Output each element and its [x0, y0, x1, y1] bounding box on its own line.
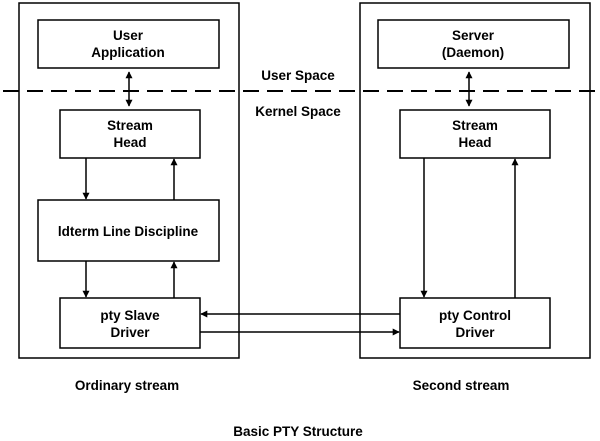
ordinary-stream-frame: [18, 2, 240, 359]
pty-slave-driver-label-line1: pty Slave: [100, 308, 160, 323]
ordinary-stream-caption: Ordinary stream: [75, 378, 179, 393]
kernel-space-label: Kernel Space: [255, 104, 341, 119]
pty-slave-driver-box: [59, 297, 201, 349]
ldterm-line-discipline-label: ldterm Line Discipline: [58, 224, 199, 239]
pty-slave-driver-label-line2: Driver: [110, 325, 150, 340]
server-daemon-box: [377, 19, 570, 69]
user-application-box: [37, 19, 220, 69]
second-stream-caption: Second stream: [413, 378, 510, 393]
pty-control-driver-box: [399, 297, 551, 349]
left-stream-head-label-line2: Head: [113, 135, 146, 150]
diagram-title: Basic PTY Structure: [233, 424, 363, 439]
second-stream-frame: [359, 2, 591, 359]
user-application-label-line1: User: [113, 28, 144, 43]
user-application-label-line2: Application: [91, 45, 165, 60]
server-label-line1: Server: [452, 28, 495, 43]
right-stream-head-label-line2: Head: [458, 135, 491, 150]
right-stream-head-box: [399, 109, 551, 159]
pty-control-driver-label-line2: Driver: [455, 325, 495, 340]
right-stream-head-label-line1: Stream: [452, 118, 498, 133]
pty-control-driver-label-line1: pty Control: [439, 308, 511, 323]
left-stream-head-label-line1: Stream: [107, 118, 153, 133]
user-space-label: User Space: [261, 68, 335, 83]
server-label-line2: (Daemon): [442, 45, 504, 60]
left-stream-head-box: [59, 109, 201, 159]
ldterm-line-discipline-box: [37, 199, 220, 262]
